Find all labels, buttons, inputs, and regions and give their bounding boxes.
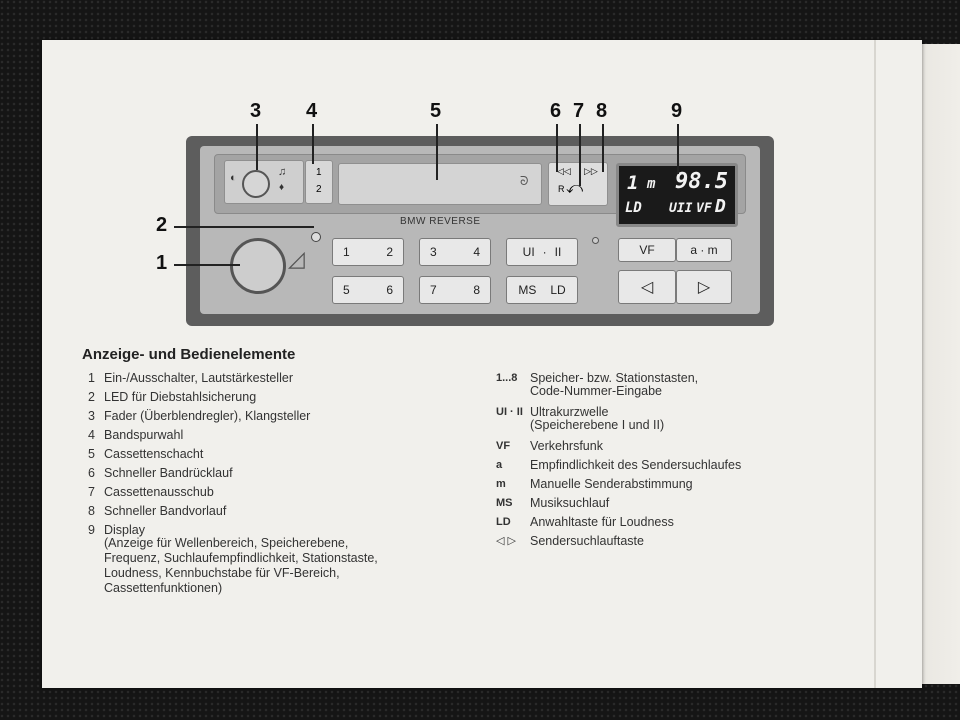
callout-3: 3 bbox=[250, 100, 262, 122]
leader-3 bbox=[256, 124, 258, 170]
track-selector[interactable] bbox=[305, 160, 333, 204]
leader-5 bbox=[436, 124, 438, 180]
leader-9 bbox=[677, 124, 679, 174]
display: 1 m 98.5 LD UII VF D bbox=[616, 163, 738, 227]
brand-label: BMW REVERSE bbox=[400, 216, 481, 227]
leader-1 bbox=[174, 264, 240, 266]
ukw-button[interactable]: UI · II bbox=[506, 238, 578, 266]
legend-subline: Frequenz, Suchlaufempfindlichkeit, Stati… bbox=[104, 551, 378, 565]
indicator-dot bbox=[592, 237, 599, 244]
ld-label: LD bbox=[550, 283, 566, 297]
preset-5-label: 5 bbox=[343, 283, 350, 297]
display-vf: VF bbox=[696, 201, 712, 216]
track-1-label: 1 bbox=[316, 167, 322, 178]
callout-2: 2 bbox=[156, 214, 168, 236]
preset-4-label: 4 bbox=[473, 245, 480, 259]
callout-8: 8 bbox=[596, 100, 608, 122]
page-fold bbox=[874, 40, 876, 688]
preset-button-3-4[interactable]: 3 4 bbox=[419, 238, 491, 266]
display-band: 1 bbox=[627, 172, 639, 194]
seek-right-button[interactable]: ▷ bbox=[676, 270, 732, 304]
section-heading: Anzeige- und Bedienelemente bbox=[82, 346, 296, 363]
display-vf-letter: D bbox=[715, 196, 726, 217]
legend-subline: (Speicherebene I und II) bbox=[530, 418, 665, 432]
callout-7: 7 bbox=[573, 100, 585, 122]
rewind-button[interactable]: ◁◁ bbox=[557, 166, 571, 176]
display-frequency: 98.5 bbox=[675, 169, 728, 194]
preset-2-label: 2 bbox=[386, 245, 393, 259]
legend-subline: (Anzeige für Wellenbereich, Speichereben… bbox=[104, 536, 349, 550]
cassette-door-icon: ᘐ bbox=[520, 174, 529, 188]
ukw-right-label: II bbox=[554, 245, 562, 259]
preset-button-5-6[interactable]: 5 6 bbox=[332, 276, 404, 304]
preset-6-label: 6 bbox=[386, 283, 393, 297]
preset-8-label: 8 bbox=[473, 283, 480, 297]
tone-icon: ♦ bbox=[279, 182, 285, 193]
legend-subline: Cassettenfunktionen) bbox=[104, 581, 223, 595]
preset-button-1-2[interactable]: 1 2 bbox=[332, 238, 404, 266]
display-loudness: LD bbox=[625, 200, 642, 216]
ukw-mid-label: · bbox=[542, 245, 547, 259]
am-button[interactable]: a · m bbox=[676, 238, 732, 262]
callout-9: 9 bbox=[671, 100, 683, 122]
legend-item: ◁ ▷Sendersuchlauftaste bbox=[496, 534, 644, 548]
preset-7-label: 7 bbox=[430, 283, 437, 297]
volume-icon: ◿ bbox=[288, 246, 305, 271]
fast-forward-button[interactable]: ▷▷ bbox=[584, 166, 598, 176]
leader-8 bbox=[602, 124, 604, 172]
music-note-icon: ♫ bbox=[278, 166, 287, 178]
theft-led bbox=[311, 232, 321, 242]
cassette-slot[interactable] bbox=[338, 163, 542, 205]
volume-knob[interactable] bbox=[230, 238, 286, 294]
fader-knob[interactable] bbox=[242, 170, 270, 198]
preset-button-7-8[interactable]: 7 8 bbox=[419, 276, 491, 304]
preset-3-label: 3 bbox=[430, 245, 437, 259]
callout-5: 5 bbox=[430, 100, 442, 122]
track-2-label: 2 bbox=[316, 184, 322, 195]
tape-transport[interactable] bbox=[548, 162, 608, 206]
ms-ld-button[interactable]: MS LD bbox=[506, 276, 578, 304]
reverse-label: R bbox=[558, 184, 565, 194]
ukw-left-label: UI bbox=[522, 245, 535, 259]
leader-4 bbox=[312, 124, 314, 164]
legend-subline: Loudness, Kennbuchstabe für VF-Bereich, bbox=[104, 566, 340, 580]
vf-button[interactable]: VF bbox=[618, 238, 676, 262]
leader-2 bbox=[174, 226, 314, 228]
display-mode: m bbox=[647, 176, 656, 192]
seek-left-button[interactable]: ◁ bbox=[618, 270, 676, 304]
preset-1-label: 1 bbox=[343, 245, 350, 259]
display-ukw: UII bbox=[669, 201, 693, 216]
ms-label: MS bbox=[518, 283, 537, 297]
leader-6 bbox=[556, 124, 558, 172]
callout-1: 1 bbox=[156, 252, 168, 274]
fader-icon: ◐ bbox=[230, 172, 237, 184]
eject-icon[interactable]: ⤺ bbox=[566, 180, 584, 197]
callout-6: 6 bbox=[550, 100, 562, 122]
callout-4: 4 bbox=[306, 100, 318, 122]
leader-7 bbox=[579, 124, 581, 186]
legend-subline: Code-Nummer-Eingabe bbox=[530, 384, 663, 398]
